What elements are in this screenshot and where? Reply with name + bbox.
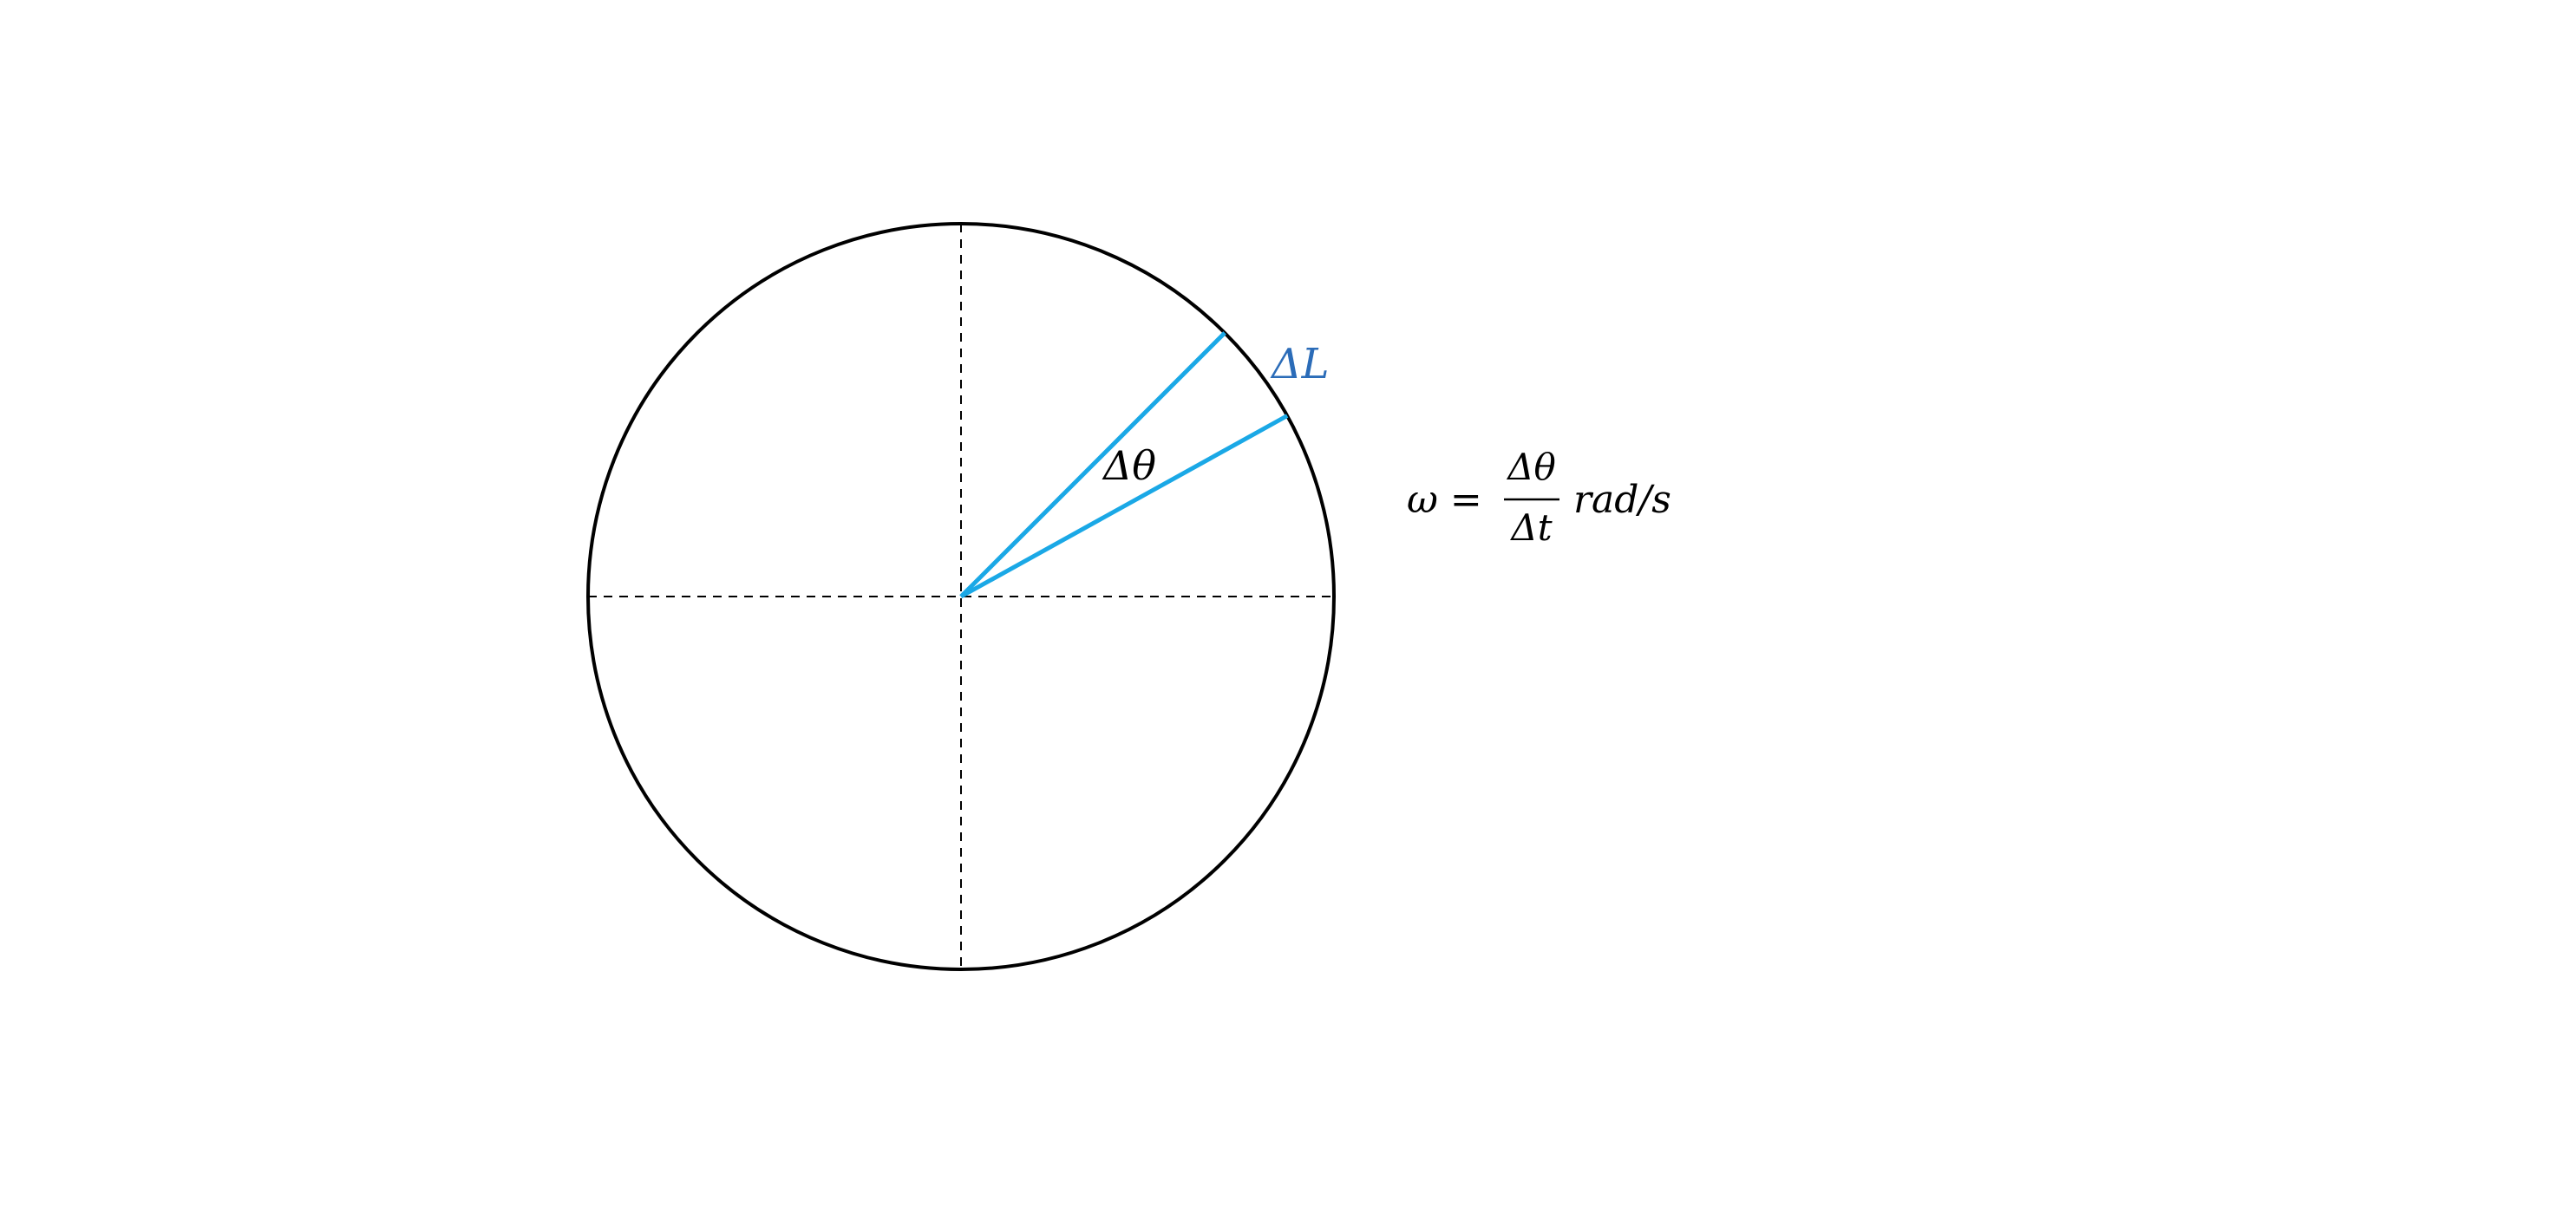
radius-line-upper bbox=[959, 331, 1226, 598]
arc-length-label: ΔL bbox=[1270, 340, 1330, 388]
angle-label: Δθ bbox=[1102, 442, 1156, 489]
radius-line-lower bbox=[959, 414, 1289, 599]
formula-numerator: Δθ bbox=[1506, 446, 1556, 488]
formula-lhs: ω = bbox=[1407, 478, 1482, 522]
formula-unit: rad/s bbox=[1573, 478, 1671, 522]
angular-velocity-formula: ω = Δθ Δt rad/s bbox=[1407, 446, 1671, 549]
formula-denominator: Δt bbox=[1509, 506, 1552, 549]
